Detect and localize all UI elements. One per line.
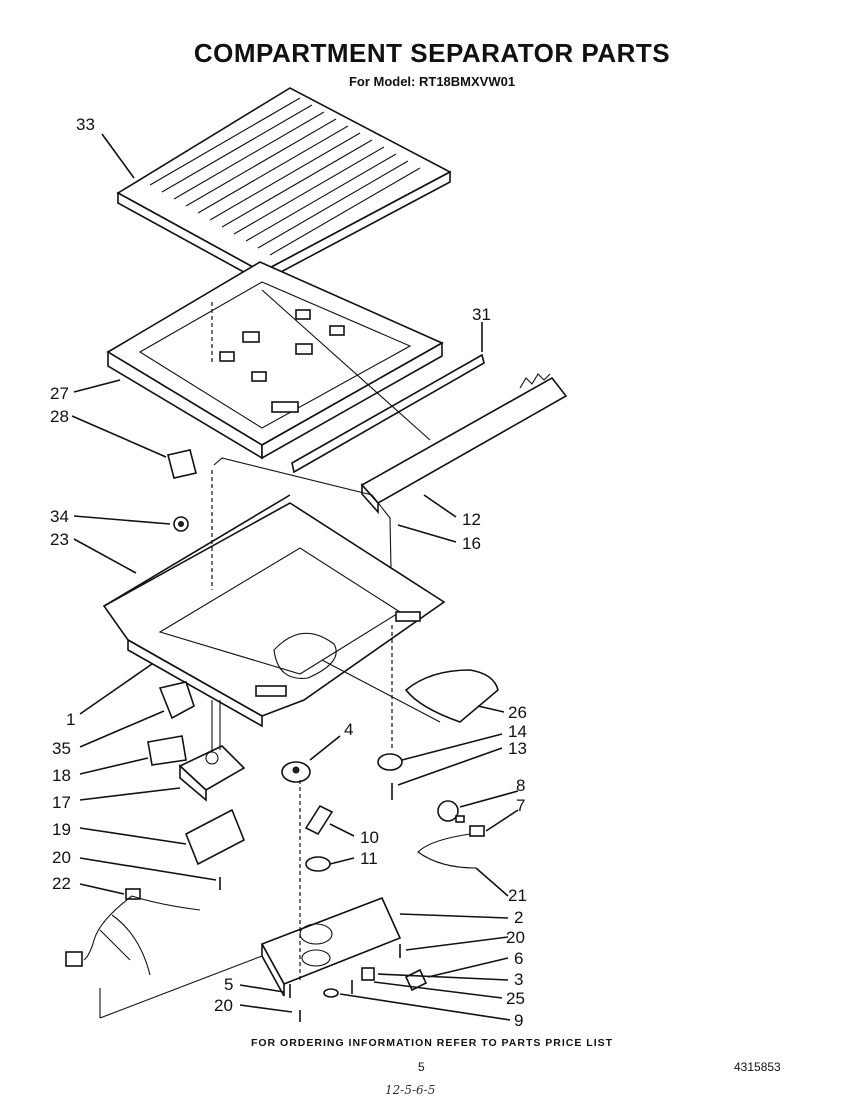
- callout-35: 35: [52, 739, 71, 758]
- callout-5: 5: [224, 975, 233, 994]
- callout-23: 23: [50, 530, 69, 549]
- part-7-21-socket-harness: [417, 825, 485, 869]
- part-10-switch: [304, 804, 334, 836]
- ordering-note: FOR ORDERING INFORMATION REFER TO PARTS …: [250, 1037, 614, 1049]
- part-23-divider-pan: [102, 494, 446, 728]
- callout-33: 33: [76, 115, 95, 134]
- callout-14: 14: [508, 722, 527, 741]
- callout-26: 26: [508, 703, 527, 722]
- callout-19: 19: [52, 820, 71, 839]
- callout-31: 31: [472, 305, 491, 324]
- part-12-channel: [360, 373, 568, 515]
- part-8-bulb: [437, 800, 465, 823]
- part-35-bracket: [158, 681, 195, 720]
- callout-20-c: 20: [214, 996, 233, 1015]
- part-34-fastener: [173, 516, 189, 532]
- callout-21: 21: [508, 886, 527, 905]
- callout-10: 10: [360, 828, 379, 847]
- part-27-separator-frame: [106, 261, 444, 460]
- page-number: 5: [418, 1060, 425, 1074]
- part-22-wire-harness: [65, 888, 201, 976]
- callout-9: 9: [514, 1011, 523, 1030]
- callout-8: 8: [516, 776, 525, 795]
- part-31-strip: [291, 353, 485, 474]
- callout-4: 4: [344, 720, 353, 739]
- callout-6: 6: [514, 949, 523, 968]
- part-3-button: [361, 967, 375, 981]
- model-subtitle: For Model: RT18BMXVW01: [348, 74, 516, 89]
- callout-labels: 33 31 27 28 12 34 16 23 1 26 4 14 35 13 …: [50, 115, 527, 1030]
- part-4-collar: [281, 761, 311, 783]
- callout-17: 17: [52, 793, 71, 812]
- part-18-insert: [147, 735, 187, 766]
- callout-28: 28: [50, 407, 69, 426]
- part-2-light-housing: [260, 896, 402, 997]
- part-14-grommet: [377, 753, 403, 771]
- callout-20-b: 20: [506, 928, 525, 947]
- part-11-washer: [305, 856, 331, 872]
- part-9-washer: [323, 988, 339, 998]
- callout-12: 12: [462, 510, 481, 529]
- callout-27: 27: [50, 384, 69, 403]
- part-19-control-housing: [184, 808, 246, 866]
- callout-13: 13: [508, 739, 527, 758]
- callout-25: 25: [506, 989, 525, 1008]
- part-16-wire: [213, 457, 393, 621]
- part-33-grille-shelf: [116, 87, 452, 284]
- callout-18: 18: [52, 766, 71, 785]
- page-title: COMPARTMENT SEPARATOR PARTS: [193, 38, 671, 68]
- callout-3: 3: [514, 970, 523, 989]
- part-17-housing: [178, 745, 246, 802]
- document-number: 4315853: [734, 1060, 781, 1074]
- part-28-block: [167, 449, 197, 479]
- leader-lines: [71, 133, 519, 1021]
- alignment-lines: [99, 289, 441, 1019]
- callout-20-a: 20: [52, 848, 71, 867]
- part-26-insulation: [404, 669, 499, 723]
- callout-2: 2: [514, 908, 523, 927]
- callout-7: 7: [516, 796, 525, 815]
- handwritten-note: 12-5-6-5: [385, 1083, 436, 1097]
- callout-11: 11: [360, 849, 378, 868]
- callout-1: 1: [66, 710, 75, 729]
- callout-16: 16: [462, 534, 481, 553]
- callout-34: 34: [50, 507, 69, 526]
- callout-22: 22: [52, 874, 71, 893]
